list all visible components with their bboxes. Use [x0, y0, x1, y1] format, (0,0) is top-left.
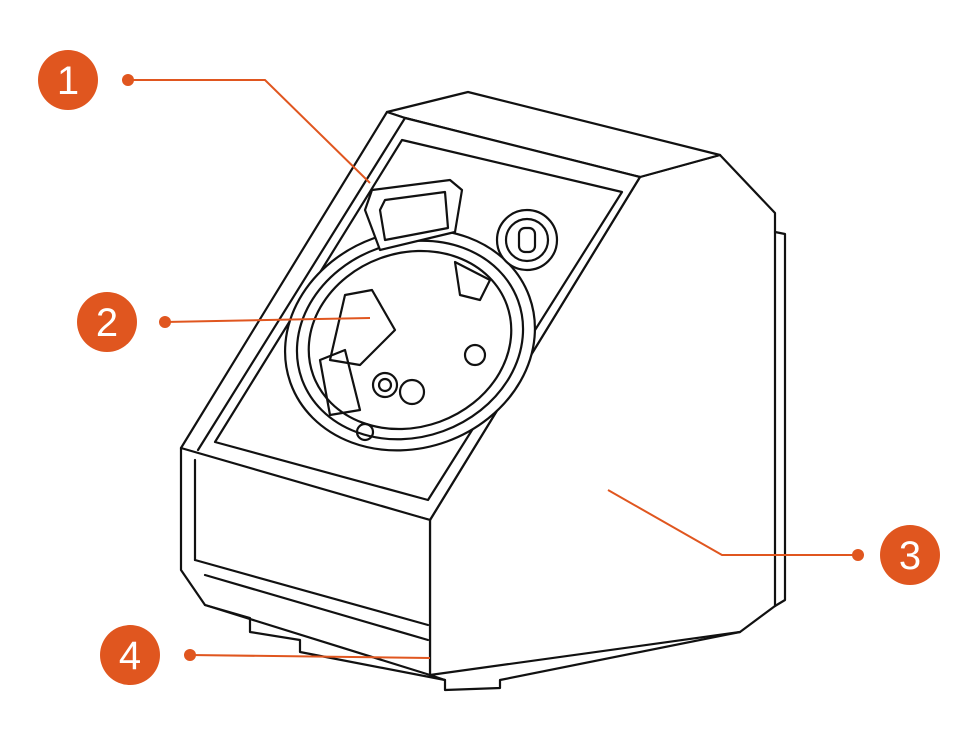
leader-dot-3 [852, 549, 864, 561]
leader-dot-2 [159, 316, 171, 328]
callout-3: 3 [880, 525, 940, 585]
callout-2: 2 [77, 292, 137, 352]
leader-dot-4 [184, 649, 196, 661]
svg-text:3: 3 [899, 534, 921, 578]
svg-text:1: 1 [57, 59, 79, 103]
xlr-connector [283, 178, 537, 452]
svg-text:4: 4 [119, 634, 141, 678]
side-flange [773, 230, 787, 608]
usb-port [495, 208, 559, 272]
svg-text:2: 2 [96, 301, 118, 345]
leader-line-1 [128, 79, 371, 184]
base [203, 603, 742, 692]
latch-tab [363, 178, 464, 252]
leader-dot-1 [122, 74, 134, 86]
leader-line-3 [607, 489, 858, 556]
front-vertical-face [179, 446, 432, 677]
callout-4: 4 [100, 625, 160, 685]
callout-1: 1 [38, 50, 98, 110]
leader-line-2 [164, 317, 371, 323]
leader-line-4 [189, 654, 431, 659]
